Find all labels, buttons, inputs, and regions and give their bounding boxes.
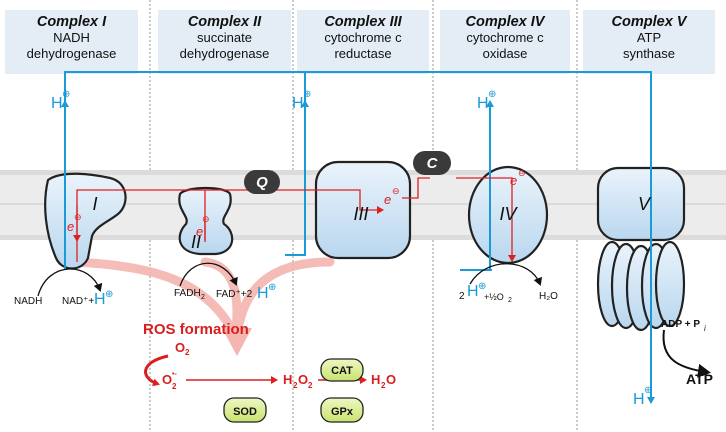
complex-iii-subtitle-1: cytochrome c bbox=[324, 30, 402, 45]
complex-v-subtitle-2: synthase bbox=[622, 46, 676, 61]
fadh2-label: FADH bbox=[174, 288, 201, 299]
nadh-label: NADH bbox=[14, 296, 42, 307]
complex-iii-subtitle-2: reductase bbox=[334, 46, 392, 61]
ros-funnel-head bbox=[222, 328, 252, 356]
proton-label-i: H bbox=[51, 95, 63, 112]
proton-label-iii: H bbox=[292, 95, 304, 112]
h2o2-h-subscript: 2 bbox=[293, 381, 298, 390]
cat-label: CAT bbox=[331, 365, 353, 377]
complex-v-shape bbox=[596, 166, 686, 332]
proton-charge-nad: ⊕ bbox=[105, 289, 113, 300]
superoxide-curved-arrow bbox=[144, 354, 169, 387]
fad-plus-label: FAD⁺+2 bbox=[216, 289, 253, 300]
water-out-subscript: 2 bbox=[381, 381, 386, 390]
complex-iii-title: Complex III bbox=[324, 14, 402, 30]
electron-label-ii: e bbox=[196, 224, 203, 239]
superoxide-subscript: 2 bbox=[172, 382, 177, 391]
electron-pathways bbox=[73, 177, 516, 262]
gpx-label: GPx bbox=[331, 406, 354, 418]
complex-ii-subtitle-2: dehydrogenase bbox=[179, 46, 270, 61]
oxygen-arrow bbox=[469, 263, 543, 286]
proton-charge-iv: ⊕ bbox=[488, 89, 496, 100]
atp-arrow bbox=[662, 329, 711, 378]
proton-charge-iii: ⊕ bbox=[303, 89, 311, 100]
fadh2-subscript: 2 bbox=[201, 294, 205, 301]
complex-i-numeral: I bbox=[92, 194, 97, 214]
nad-plus-label: NAD⁺+ bbox=[62, 296, 94, 307]
water-out-o-label: O bbox=[386, 372, 396, 387]
complex-iv-title: Complex IV bbox=[465, 14, 545, 30]
electron-label-iv: e bbox=[510, 173, 517, 188]
two-h-label: 2 bbox=[459, 291, 465, 302]
proton-label-v: H bbox=[633, 391, 645, 408]
complex-iv-header: Complex IV cytochrome c oxidase bbox=[440, 10, 570, 74]
ubiquinone-label: Q bbox=[256, 174, 268, 191]
proton-charge-fad: ⊕ bbox=[268, 282, 276, 293]
proton-label-nad: H bbox=[94, 291, 106, 308]
complex-ii-header: Complex II succinate dehydrogenase bbox=[158, 10, 291, 74]
cat-enzyme: CAT bbox=[320, 358, 364, 382]
proton-label-fad: H bbox=[257, 285, 269, 302]
fadh2-arrow bbox=[179, 262, 238, 287]
electron-charge-iv: ⊖ bbox=[518, 168, 526, 178]
electron-label-i: e bbox=[67, 219, 74, 234]
adp-pi-label: ADP + P bbox=[661, 319, 700, 330]
h2o2-o-subscript: 2 bbox=[308, 381, 313, 390]
complex-ii-numeral: II bbox=[191, 232, 201, 252]
electron-label-iii: e bbox=[384, 192, 391, 207]
proton-label-o2: H bbox=[467, 283, 479, 300]
half-o2-label: +½O bbox=[484, 292, 504, 302]
complex-i-subtitle-1: NADH bbox=[53, 30, 90, 45]
half-o2-subscript: 2 bbox=[508, 297, 512, 304]
proton-charge-v: ⊕ bbox=[644, 385, 652, 396]
h2o2-o-label: O bbox=[298, 372, 308, 387]
superoxide-superscript: •- bbox=[172, 371, 177, 378]
complex-iv-numeral: IV bbox=[499, 204, 518, 224]
proton-pathways bbox=[61, 71, 655, 404]
complex-i-subtitle-2: dehydrogenase bbox=[26, 46, 117, 61]
ros-o2-label: O bbox=[175, 340, 185, 355]
h2o2-h-label: H bbox=[283, 372, 292, 387]
complex-v-subtitle-1: ATP bbox=[636, 30, 662, 45]
complex-ii-title: Complex II bbox=[187, 14, 262, 30]
complex-ii-subtitle-1: succinate bbox=[197, 30, 252, 45]
atp-label: ATP bbox=[686, 371, 713, 387]
complex-iii-numeral: III bbox=[353, 204, 368, 224]
ros-formation-title: ROS formation bbox=[143, 321, 249, 338]
water-label: H₂O bbox=[539, 291, 558, 302]
complex-iv-shape bbox=[467, 165, 549, 265]
complex-iii-header: Complex III cytochrome c reductase bbox=[297, 10, 429, 74]
superoxide-label: O bbox=[162, 372, 172, 387]
complex-v-header: Complex V ATP synthase bbox=[583, 10, 715, 74]
gpx-enzyme: GPx bbox=[320, 397, 364, 423]
nadh-arrow bbox=[37, 268, 103, 297]
cytochrome-c-label: C bbox=[427, 155, 439, 172]
proton-label-iv: H bbox=[477, 95, 489, 112]
electron-charge-i: ⊖ bbox=[74, 212, 82, 222]
water-out-h-label: H bbox=[371, 372, 380, 387]
proton-charge-o2: ⊕ bbox=[478, 281, 486, 292]
pi-subscript: i bbox=[704, 324, 706, 333]
ros-o2-subscript: 2 bbox=[185, 348, 190, 357]
proton-charge-i: ⊕ bbox=[62, 89, 70, 100]
complex-v-numeral: V bbox=[638, 194, 652, 214]
sod-label: SOD bbox=[233, 406, 257, 418]
electron-charge-ii: ⊖ bbox=[202, 214, 210, 224]
complex-i-title: Complex I bbox=[36, 14, 107, 30]
cytochrome-c-carrier: C bbox=[413, 151, 451, 175]
complex-iv-subtitle-1: cytochrome c bbox=[466, 30, 544, 45]
ubiquinone-carrier: Q bbox=[244, 170, 280, 194]
complex-v-title: Complex V bbox=[611, 14, 687, 30]
sod-enzyme: SOD bbox=[223, 397, 267, 423]
complex-i-header: Complex I NADH dehydrogenase bbox=[5, 10, 138, 74]
electron-charge-iii: ⊖ bbox=[392, 186, 400, 196]
complex-iv-subtitle-2: oxidase bbox=[482, 46, 528, 61]
